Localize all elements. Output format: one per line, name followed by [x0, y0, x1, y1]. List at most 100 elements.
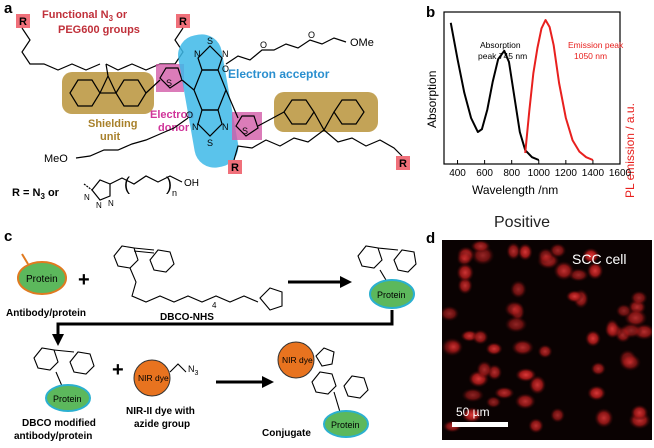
- nhs-ring: [259, 287, 283, 311]
- product-alkyne: [377, 247, 399, 251]
- thiophene-left-s: S: [166, 78, 172, 88]
- cell: [485, 396, 502, 409]
- cell: [461, 388, 485, 403]
- x-tick-label-1200: 1200: [555, 168, 578, 179]
- emission-annotation-2: 1050 nm: [574, 51, 607, 61]
- r-definition: R = N3 or: [12, 187, 60, 201]
- cell: [445, 339, 463, 355]
- bond-fluorene-thiophene: [145, 79, 161, 94]
- triazole-ring: [91, 179, 111, 201]
- peg-n-subscript: n: [172, 188, 177, 198]
- ome-label: OMe: [350, 37, 374, 49]
- acceptor-s-top: S: [207, 36, 213, 46]
- dbco-ring-b: [149, 249, 175, 273]
- r-box-bottom-right-label: R: [399, 158, 407, 170]
- scalebar-label: 50 µm: [456, 405, 490, 419]
- conjugate-link: [333, 391, 341, 413]
- electron-donor-label-1: Electron: [150, 109, 194, 121]
- shielding-unit-label-2: unit: [100, 131, 120, 143]
- meo-label: MeO: [44, 153, 68, 165]
- series-line-absorption: [449, 22, 540, 161]
- nir-dye-1-circle: [133, 359, 171, 397]
- dbco-modified-label-2: antibody/protein: [14, 431, 92, 442]
- cell: [619, 322, 643, 339]
- product-link: [379, 269, 387, 281]
- acceptor-n-top-2: N: [222, 49, 229, 59]
- peg-bracket-open: (: [124, 174, 130, 194]
- acceptor-thiadiazole-top: [197, 45, 223, 71]
- cell: [509, 280, 527, 299]
- absorption-annotation-2: peak 745 nm: [478, 51, 527, 61]
- mod-ring-a: [33, 347, 59, 371]
- conjugate-ring-a: [311, 371, 337, 395]
- chart-plot-frame: [443, 11, 621, 165]
- cell: [565, 290, 584, 303]
- cell: [461, 407, 483, 423]
- cell: [550, 407, 566, 423]
- connector-arrow-head: [52, 334, 64, 346]
- nir-azide-chain: [169, 363, 187, 373]
- triazole-peg-chain: [109, 175, 183, 185]
- nir-desc-1: NIR-II dye with: [126, 406, 195, 417]
- protein-1-blob: [17, 261, 67, 295]
- cell: [504, 316, 528, 333]
- acceptor-thiadiazole-bottom: [197, 109, 223, 137]
- thiophene-right: [235, 115, 259, 137]
- conjugate-ring-b: [343, 375, 369, 399]
- cell: [485, 342, 503, 356]
- oh-label: OH: [184, 178, 199, 189]
- protein-1-label: Protein: [26, 274, 58, 285]
- protein-1-tag: [21, 253, 29, 265]
- cell: [582, 247, 600, 264]
- triazole-n-2: N: [96, 201, 102, 210]
- functional-groups-label-2: PEG600 groups: [58, 24, 140, 36]
- bond-core-thiophene-right: [225, 89, 239, 119]
- conjugate-triazole: [315, 347, 335, 367]
- cell: [511, 339, 535, 356]
- r-box-bottom-left-label: R: [231, 162, 239, 174]
- dbco-alkyne-2: [133, 250, 155, 254]
- alkyl-chain-top-left: [21, 27, 101, 71]
- x-tick-label-600: 600: [476, 168, 493, 179]
- thiophene-left: [159, 67, 183, 89]
- dbco-alkyne-1: [133, 247, 155, 251]
- panel-d-letter: d: [426, 230, 436, 247]
- cell: [517, 243, 533, 261]
- cell: [494, 386, 515, 400]
- cell: [584, 330, 602, 347]
- o-atom-bottom: O: [186, 110, 193, 120]
- peg-o-1: O: [260, 40, 267, 50]
- emission-annotation-1: Emission peak: [568, 40, 624, 50]
- x-tick-label-800: 800: [503, 168, 520, 179]
- microscopy-image: SCC cell 50 µm: [442, 240, 652, 440]
- r-box-bottom-left: [228, 160, 242, 174]
- panel-c-scheme: Protein Antibody/protein + 4 DBCO-NHS Pr…: [6, 245, 417, 442]
- nir-dye-2-label: NIR dye: [282, 355, 313, 365]
- r-box-bottom-right: [396, 156, 410, 170]
- cell: [470, 240, 491, 253]
- acceptor-n-top-1: N: [194, 49, 201, 59]
- thiophene-right-s: S: [242, 126, 248, 136]
- cell: [587, 385, 607, 401]
- triazole-n-1: N: [84, 193, 90, 202]
- acceptor-n-bottom-1: N: [192, 122, 199, 132]
- mod-link: [55, 371, 63, 387]
- functional-groups-label: Functional N3 or: [42, 9, 128, 23]
- r-attachment-bond: [83, 183, 93, 191]
- reaction-arrow-2-head: [262, 376, 274, 388]
- cell: [537, 344, 553, 359]
- protein-3-blob: [45, 384, 91, 412]
- peg-bracket-close: ): [166, 174, 172, 194]
- product-ring-a: [357, 245, 383, 269]
- dbco-ring-a: [113, 245, 139, 269]
- cell: [630, 404, 649, 421]
- dbco-modified-label-1: DBCO modified: [22, 418, 96, 429]
- scc-cell-label: SCC cell: [572, 251, 626, 267]
- cell: [504, 300, 524, 318]
- cell: [594, 408, 614, 428]
- panel-b-letter: b: [426, 4, 436, 21]
- panel-b: b Absorption PL emission / a.u. Waveleng…: [420, 0, 654, 210]
- o-atom-top: O: [222, 64, 229, 74]
- n3-label: N3: [188, 364, 199, 377]
